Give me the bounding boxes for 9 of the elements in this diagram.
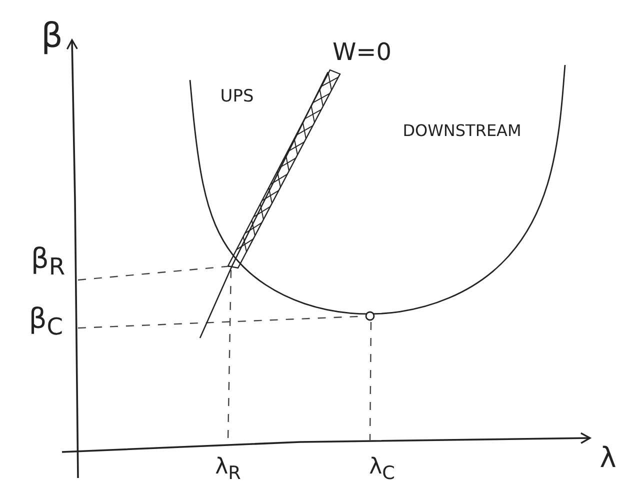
curve-label: W=0: [332, 40, 392, 64]
region-label: DOWNSTREAM: [402, 123, 522, 139]
tick-label: β$_{C}$: [28, 305, 64, 339]
tick-label: β$_{R}$: [30, 245, 66, 279]
tick-label: λ$_{R}$: [215, 456, 241, 484]
region-label: UPS: [220, 88, 254, 106]
tick-label: λ$_{C}$: [369, 456, 395, 484]
axis-label: β: [41, 19, 63, 53]
axis-label: λ: [600, 444, 616, 472]
